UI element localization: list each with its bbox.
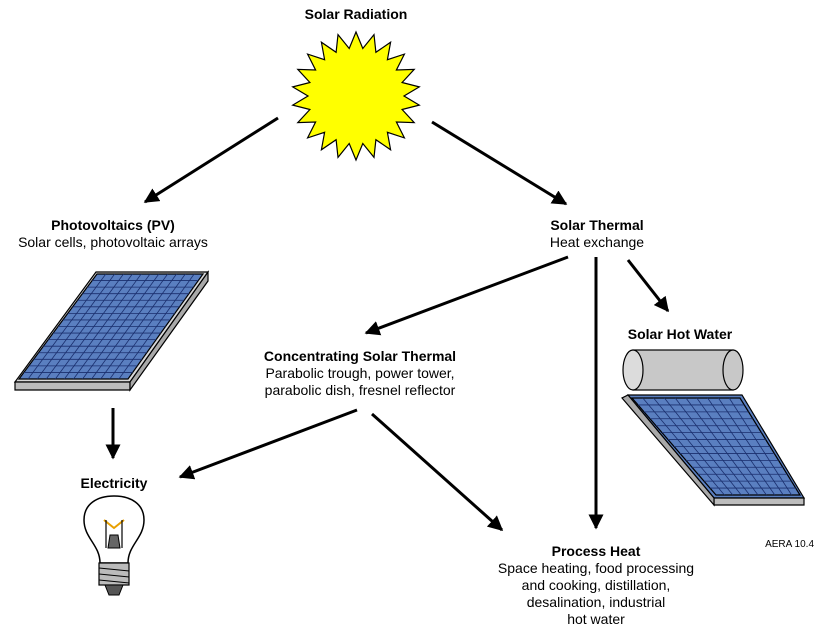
figure-code: AERA 10.4 — [765, 539, 814, 550]
arrow-csp-to-electricity — [178, 408, 358, 480]
light-bulb-icon — [83, 495, 145, 596]
arrow-sun-to-thermal — [431, 120, 568, 206]
hotwater-title: Solar Hot Water — [627, 326, 733, 342]
process-desc-line3: desalination, industrial — [526, 594, 666, 610]
csp-desc-line1: Parabolic trough, power tower, — [265, 365, 455, 381]
csp-desc-line2: parabolic dish, fresnel reflector — [264, 382, 456, 398]
electricity-title: Electricity — [80, 475, 148, 491]
hotwater-node: Solar Hot Water — [600, 326, 760, 343]
arrow-thermal-to-hotwater — [626, 259, 670, 313]
pv-node: Photovoltaics (PV) Solar cells, photovol… — [0, 217, 226, 251]
process-title: Process Heat — [551, 543, 641, 559]
arrow-csp-to-process — [371, 412, 504, 532]
arrows — [105, 116, 670, 532]
process-heat-node: Process Heat Space heating, food process… — [481, 543, 711, 628]
thermal-node: Solar Thermal Heat exchange — [497, 217, 697, 251]
solar-water-heater-icon — [621, 349, 806, 507]
process-desc-line1: Space heating, food processing — [497, 560, 695, 576]
arrow-thermal-to-csp — [364, 255, 569, 336]
thermal-title: Solar Thermal — [550, 217, 644, 233]
csp-title: Concentrating Solar Thermal — [263, 348, 457, 364]
pv-title: Photovoltaics (PV) — [51, 217, 175, 233]
process-desc-line4: hot water — [567, 611, 625, 627]
solar-panel-icon — [13, 270, 210, 392]
electricity-node: Electricity — [54, 475, 174, 492]
thermal-desc: Heat exchange — [549, 234, 645, 250]
title-text: Solar Radiation — [304, 6, 408, 22]
pv-desc: Solar cells, photovoltaic arrays — [18, 234, 208, 250]
arrow-sun-to-pv — [143, 116, 279, 204]
csp-node: Concentrating Solar Thermal Parabolic tr… — [240, 348, 480, 399]
sun-icon — [291, 30, 421, 162]
process-desc-line2: and cooking, distillation, — [521, 577, 671, 593]
solar-radiation-title: Solar Radiation — [256, 6, 456, 23]
